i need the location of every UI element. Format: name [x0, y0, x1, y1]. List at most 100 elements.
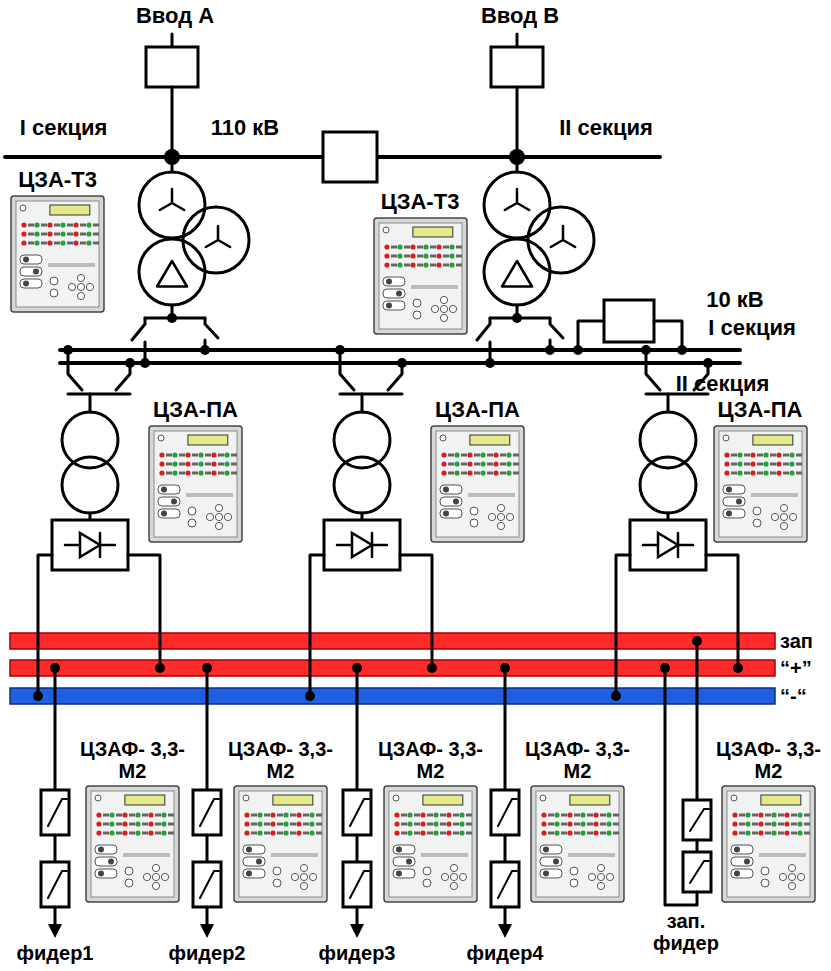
transformer-winding	[334, 412, 390, 468]
relay-strip	[421, 853, 468, 857]
wye-symbol	[505, 189, 529, 210]
relay-led-caption	[28, 233, 34, 236]
relay-led	[441, 462, 446, 467]
relay-led-caption	[453, 814, 459, 817]
relay-led	[407, 830, 412, 835]
circuit-breaker	[193, 790, 221, 835]
relay-led-caption	[500, 454, 506, 457]
diode-symbol	[352, 533, 372, 557]
relay-led	[309, 821, 314, 826]
breaker-contact	[690, 861, 709, 883]
breaker-contact	[350, 799, 369, 826]
relay-led-caption	[487, 454, 493, 457]
relay-led-caption	[765, 814, 771, 817]
junction-dot	[305, 691, 315, 701]
relay-led-caption	[791, 832, 797, 835]
relay-button	[413, 311, 421, 319]
relay-button	[780, 505, 787, 512]
relay-led	[789, 453, 794, 458]
relay-housing	[431, 426, 524, 542]
relay-housing	[374, 218, 467, 334]
wire	[89, 394, 92, 412]
relay-button	[771, 514, 778, 521]
relay-led	[750, 462, 755, 467]
relay-button	[470, 507, 478, 515]
relay-led	[758, 821, 763, 826]
relay-button	[77, 275, 84, 282]
relay-led	[724, 462, 729, 467]
relay-led	[96, 821, 101, 826]
relay-led-caption	[574, 823, 580, 826]
relay-switch	[23, 257, 29, 263]
relay-switch	[158, 509, 180, 518]
relay-led	[763, 453, 768, 458]
relay-led	[86, 241, 91, 246]
relay-led	[449, 263, 454, 268]
breaker-contact	[498, 799, 517, 826]
relay-led-caption	[427, 823, 433, 826]
relay-led	[433, 812, 438, 817]
relay-led	[172, 462, 177, 467]
relay-led-caption	[783, 463, 789, 466]
relay-switch	[243, 845, 265, 854]
wire	[171, 87, 174, 157]
relay-led	[397, 263, 402, 268]
relay-led	[21, 232, 26, 237]
transformer-winding	[640, 412, 696, 468]
disconnector	[116, 363, 130, 390]
relay-led-caption	[600, 814, 606, 817]
relay-led	[737, 462, 742, 467]
relay-button	[152, 873, 159, 880]
relay-led-caption	[613, 814, 619, 817]
relay-led-caption	[466, 832, 472, 835]
delta-symbol	[502, 261, 532, 287]
relay-led-caption	[804, 814, 810, 817]
relay-led	[784, 821, 789, 826]
relay-led-caption	[548, 814, 554, 817]
relay-led	[480, 453, 485, 458]
relay-led-caption	[404, 246, 410, 249]
relay-led-caption	[765, 823, 771, 826]
relay-led-caption	[103, 832, 109, 835]
relay-led	[606, 812, 611, 817]
transformer-winding	[62, 412, 118, 468]
relay-led-caption	[168, 832, 174, 835]
relay-led-caption	[129, 823, 135, 826]
relay-led-caption	[28, 224, 34, 227]
relay-led	[436, 254, 441, 259]
relay-switch	[453, 499, 459, 505]
relay-led	[436, 245, 441, 250]
relay-led	[776, 471, 781, 476]
junction-dot	[660, 663, 670, 673]
relay-led	[593, 830, 598, 835]
relay-switch	[158, 485, 180, 494]
diode-symbol	[658, 533, 678, 557]
diode-symbol	[99, 533, 102, 557]
wire	[516, 87, 519, 157]
circuit-breaker	[343, 862, 371, 907]
relay-led-caption	[41, 224, 47, 227]
relay-led	[410, 254, 415, 259]
busbar-10kv	[60, 348, 740, 352]
relay-led-caption	[67, 224, 73, 227]
wire	[516, 157, 519, 172]
relay-device-icon	[721, 785, 816, 903]
relay-switch	[98, 847, 104, 853]
relay-led-caption	[41, 242, 47, 245]
circuit-breaker	[491, 790, 519, 835]
relay-led-caption	[231, 463, 237, 466]
wire	[340, 393, 402, 396]
relay-led-caption	[192, 463, 198, 466]
relay-led	[270, 812, 275, 817]
relay-led-caption	[205, 472, 211, 475]
relay-device: ЦЗА-ПА	[425, 398, 530, 543]
relay-led	[211, 453, 216, 458]
dc-bus-band: “+”	[10, 660, 825, 676]
relay-led-caption	[430, 255, 436, 258]
relay-led	[309, 812, 314, 817]
delta-symbol	[157, 261, 187, 287]
relay-led	[34, 232, 39, 237]
relay-device: ЦЗАФ- 3,3-М2	[525, 738, 630, 903]
relay-led	[454, 471, 459, 476]
relay-button	[423, 867, 431, 875]
